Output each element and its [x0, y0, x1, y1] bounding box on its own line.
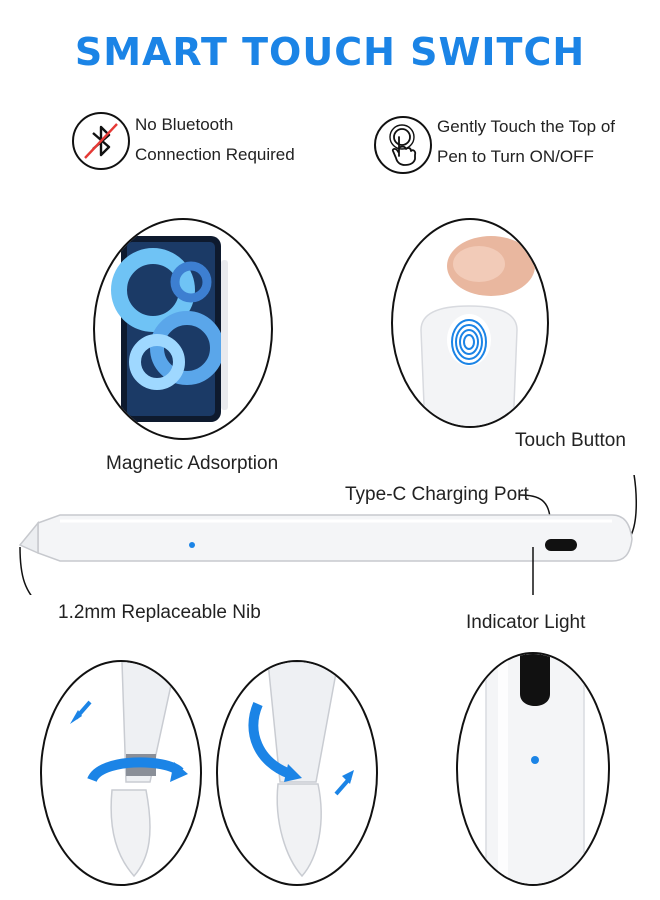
- indicator-light-dot: [531, 756, 539, 764]
- tablet-magnetic-image: [93, 218, 273, 440]
- feature-no-bluetooth-line2: Connection Required: [135, 145, 295, 164]
- touch-button-label: Touch Button: [515, 430, 626, 451]
- touch-top-image: [391, 218, 549, 428]
- magnetic-adsorption-label: Magnetic Adsorption: [106, 453, 279, 474]
- nib-replace-image: [40, 660, 202, 886]
- nib-label: 1.2mm Replaceable Nib: [58, 602, 261, 623]
- type-c-port-label: Type-C Charging Port: [345, 484, 529, 505]
- feature-no-bluetooth-line1: No Bluetooth: [135, 115, 234, 134]
- type-c-port-icon: [545, 539, 577, 551]
- feature-touch-line2: Pen to Turn ON/OFF: [437, 147, 594, 166]
- indicator-closeup-image: [456, 652, 610, 886]
- page-title: SMART TOUCH SWITCH: [74, 30, 586, 74]
- bluetooth-off-icon: [72, 112, 130, 170]
- pen-diagram: [18, 475, 637, 595]
- feature-touch-line1: Gently Touch the Top of: [437, 117, 615, 136]
- feature-touch-switch: Gently Touch the Top of Pen to Turn ON/O…: [437, 112, 615, 172]
- feature-no-bluetooth: No Bluetooth Connection Required: [135, 110, 295, 170]
- magnet-dot: [189, 542, 195, 548]
- touch-finger-icon: [374, 116, 432, 174]
- indicator-light-label: Indicator Light: [466, 612, 586, 633]
- nib-attach-image: [216, 660, 378, 886]
